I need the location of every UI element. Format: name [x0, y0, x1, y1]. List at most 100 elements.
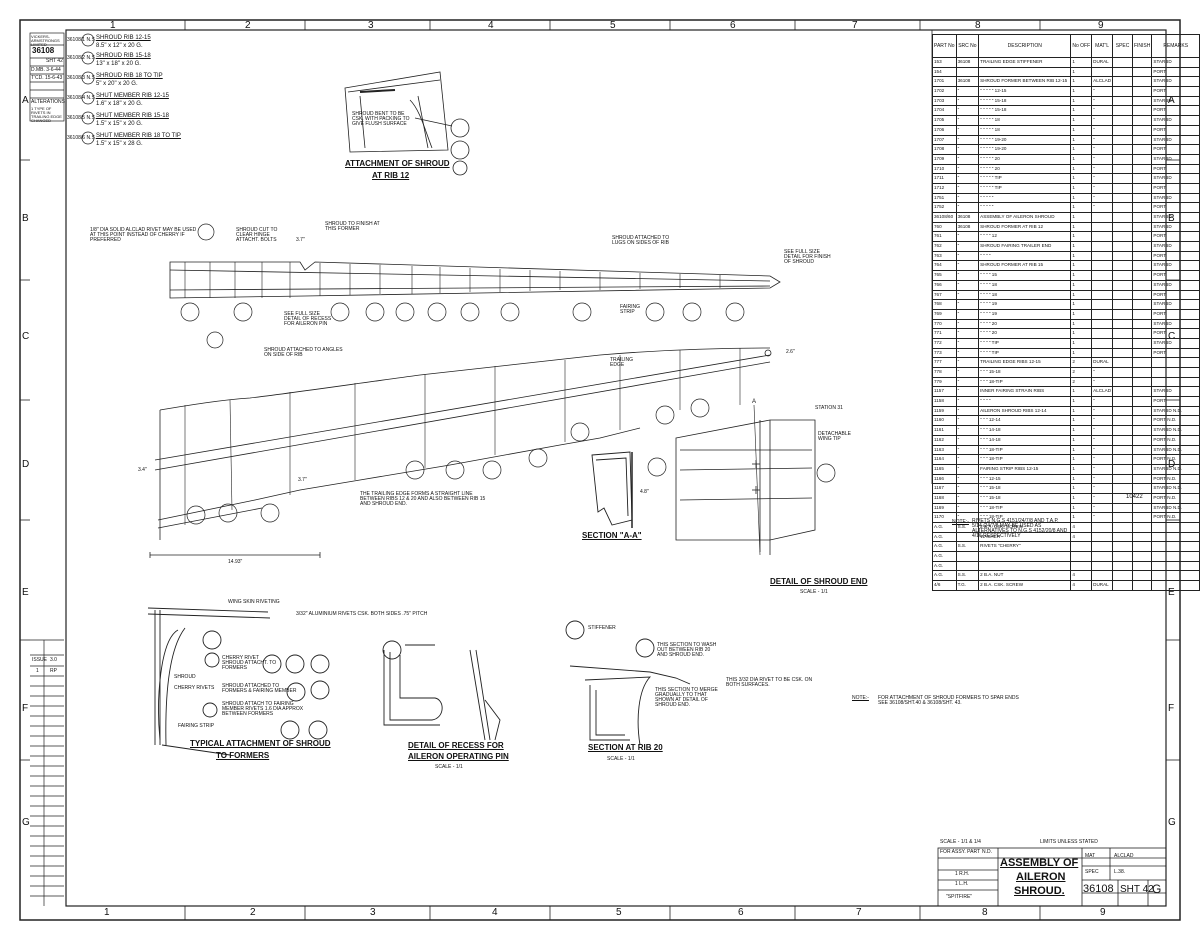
- table-cell: " " " " " 12-15: [978, 86, 1072, 97]
- table-cell: [1131, 241, 1153, 252]
- table-cell: 4/6: [932, 580, 957, 591]
- main-note: 1/8" DIA SOLID ALCLAD RIVET MAY BE USED …: [90, 227, 197, 243]
- table-cell: ": [1091, 425, 1114, 436]
- table-cell: ": [1091, 415, 1114, 427]
- table-cell: PORT: [1151, 270, 1200, 281]
- table-cell: [1131, 396, 1153, 407]
- table-cell: [1112, 570, 1133, 582]
- table-cell: 779: [932, 376, 957, 388]
- table-cell: ": [1091, 454, 1114, 465]
- spec-label: SPEC: [1085, 869, 1099, 875]
- table-cell: [1112, 173, 1133, 184]
- mat-label: MAT: [1085, 853, 1096, 859]
- table-cell: [1112, 560, 1133, 572]
- table-row: A.G.: [932, 551, 1200, 562]
- table-cell: [1112, 182, 1133, 194]
- traced-date: T'CD. 15-6-43: [31, 75, 63, 81]
- table-cell: 1710: [932, 163, 957, 175]
- table-cell: SHROUD FORMER AT RIB 15: [978, 260, 1072, 272]
- table-cell: 767: [932, 289, 957, 301]
- table-cell: [1091, 270, 1114, 281]
- zone-row-e-right: E: [1168, 587, 1175, 598]
- table-cell: STARBD: [1151, 337, 1200, 349]
- table-cell: 1158: [932, 396, 957, 407]
- table-cell: ": [955, 367, 980, 378]
- left-drawing-no: 36108: [32, 46, 55, 55]
- table-cell: 1: [1070, 308, 1093, 320]
- table-cell: 1: [1070, 182, 1093, 194]
- table-cell: 760: [932, 221, 957, 233]
- table-cell: [1112, 434, 1133, 446]
- table-header-row: PART No SRC No DESCRIPTION No OFF MAT'L …: [932, 34, 1200, 58]
- table-cell: 761: [932, 231, 957, 243]
- table-cell: ": [955, 202, 980, 213]
- table-cell: STARBD N.D.: [1151, 483, 1200, 494]
- table-cell: 1167: [932, 483, 957, 494]
- table-cell: " " " 14-18: [978, 425, 1072, 436]
- table-cell: 1708: [932, 144, 957, 155]
- table-cell: [1151, 357, 1200, 368]
- table-cell: 1706: [932, 124, 957, 136]
- table-cell: [1091, 279, 1114, 291]
- table-cell: 765: [932, 270, 957, 281]
- table-cell: [1112, 221, 1133, 233]
- zone-row-g: G: [22, 817, 30, 828]
- table-cell: RIVETS "CHERRY": [978, 541, 1072, 553]
- table-cell: S.S.: [955, 570, 980, 582]
- table-cell: ": [1091, 124, 1114, 136]
- table-cell: [1112, 376, 1133, 388]
- table-cell: [1131, 182, 1153, 194]
- table-cell: 773: [932, 347, 957, 359]
- rib12-subtitle: AT RIB 12: [372, 171, 410, 180]
- issue-label: ISSUE: [32, 657, 48, 663]
- table-cell: 1: [1070, 124, 1093, 136]
- table-cell: 1: [1070, 454, 1093, 465]
- table-cell: [1131, 115, 1153, 126]
- table-cell: STARBD N.D.: [1151, 463, 1200, 475]
- table-cell: 1: [1070, 483, 1093, 494]
- table-cell: [955, 66, 980, 78]
- recess-subtitle: AILERON OPERATING PIN: [408, 752, 509, 761]
- table-cell: [1112, 512, 1133, 523]
- shroud-end-scale: SCALE - 1/1: [800, 589, 828, 595]
- table-cell: [1070, 541, 1093, 553]
- table-cell: [1112, 425, 1133, 436]
- table-cell: " " " " " 20: [978, 153, 1072, 165]
- table-cell: 1: [1070, 415, 1093, 427]
- table-cell: [1131, 425, 1153, 436]
- table-cell: SHROUD FORMER BETWEEN RIB 12-15: [978, 76, 1072, 88]
- table-cell: [1131, 337, 1153, 349]
- table-cell: [1131, 512, 1153, 523]
- table-cell: ": [1091, 444, 1114, 456]
- table-cell: [1112, 318, 1133, 330]
- table-cell: [1112, 105, 1133, 117]
- table-row: A.G.: [932, 560, 1200, 572]
- zone-col-3: 3: [368, 20, 374, 31]
- table-cell: DURAL: [1091, 57, 1114, 68]
- table-cell: ": [955, 405, 980, 417]
- table-cell: " " " 18-TIP: [978, 454, 1072, 465]
- note-text: SHUT MEMBER RIB 15-18: [96, 113, 169, 119]
- zone-col-6-bottom: 6: [738, 907, 744, 918]
- table-cell: [1091, 250, 1114, 262]
- table-cell: ": [955, 299, 980, 310]
- table-cell: ": [1091, 473, 1114, 485]
- table-cell: A.G.: [932, 541, 957, 553]
- table-row: 1158"" " " " 1"PORT: [932, 396, 1200, 407]
- table-cell: ": [955, 279, 980, 291]
- typical-note: FAIRING STRIP: [178, 723, 215, 729]
- rib12-note: SHROUD BENT TO BE CSK. WITH PACKING TO G…: [352, 111, 410, 127]
- table-cell: STARBD: [1151, 279, 1200, 291]
- table-cell: 2: [1070, 367, 1093, 378]
- table-cell: " " " " 15: [978, 270, 1072, 281]
- table-cell: ": [955, 289, 980, 301]
- table-cell: [1131, 66, 1153, 78]
- col-header: SPEC: [1112, 34, 1133, 58]
- table-cell: 1: [1070, 241, 1093, 252]
- table-cell: [1131, 473, 1153, 485]
- table-cell: ": [955, 502, 980, 514]
